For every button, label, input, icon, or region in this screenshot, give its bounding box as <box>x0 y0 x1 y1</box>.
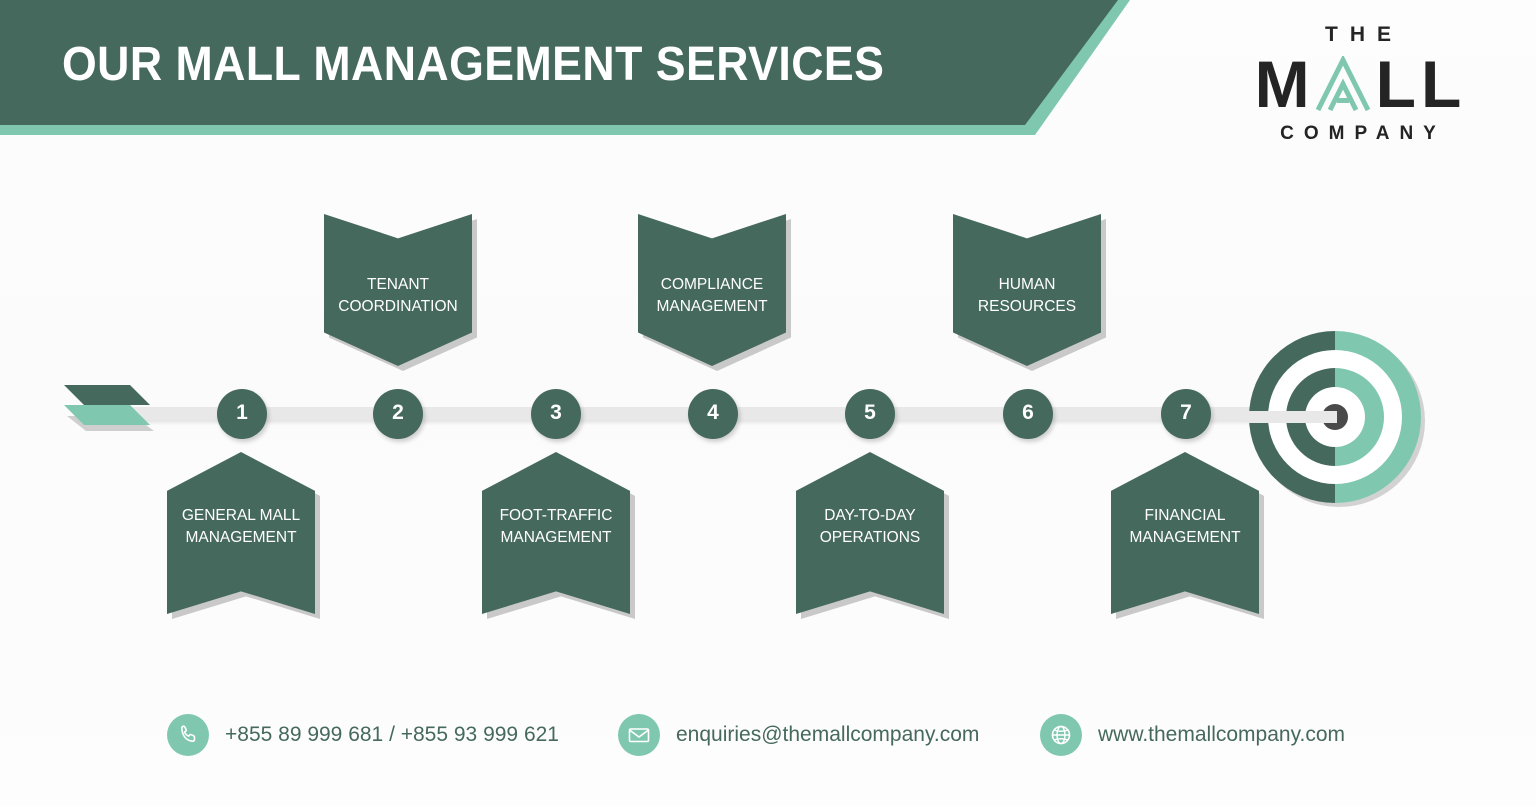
card-body <box>324 214 472 366</box>
service-card-label: FOOT-TRAFFIC MANAGEMENT <box>499 507 613 546</box>
service-card[interactable]: GENERAL MALL MANAGEMENT <box>167 452 320 619</box>
service-card[interactable]: FOOT-TRAFFIC MANAGEMENT <box>482 452 635 619</box>
logo-line-company: COMPANY <box>1280 123 1446 144</box>
card-body <box>1111 452 1259 614</box>
service-card[interactable]: FINANCIAL MANAGEMENT <box>1111 452 1264 619</box>
timeline-node-number: 3 <box>550 401 562 424</box>
service-card-label: DAY-TO-DAY OPERATIONS <box>819 507 921 546</box>
card-body <box>167 452 315 614</box>
timeline-node-number: 2 <box>392 401 404 424</box>
header-dark-panel <box>0 0 1118 125</box>
globe-icon <box>1040 714 1082 756</box>
envelope-icon <box>618 714 660 756</box>
service-card-label: TENANT COORDINATION <box>338 276 458 315</box>
service-card[interactable]: TENANT COORDINATION <box>324 214 477 371</box>
logo-letter-l1: L <box>1375 47 1416 121</box>
timeline-node-number: 7 <box>1180 401 1192 424</box>
timeline-node-number: 1 <box>236 401 248 424</box>
page-title: OUR MALL MANAGEMENT SERVICES <box>62 38 885 91</box>
logo-letter-l2: L <box>1420 47 1462 121</box>
card-body <box>953 214 1101 366</box>
timeline-node-1[interactable]: 1 <box>217 389 267 439</box>
logo-line-the: THE <box>1325 23 1403 46</box>
service-card-label: COMPLIANCE MANAGEMENT <box>656 276 768 315</box>
service-card-label: FINANCIAL MANAGEMENT <box>1129 507 1241 546</box>
logo-wordmark-mall: M L L <box>1238 47 1478 121</box>
timeline-node-4[interactable]: 4 <box>688 389 738 439</box>
service-card[interactable]: COMPLIANCE MANAGEMENT <box>638 214 791 371</box>
timeline-arrow-tail-icon <box>62 383 154 445</box>
logo-letter-a-icon <box>1315 54 1371 112</box>
phone-icon <box>167 714 209 756</box>
footer-contact-bar: +855 89 999 681 / +855 93 999 621 enquiri… <box>0 700 1536 770</box>
contact-item[interactable]: +855 89 999 681 / +855 93 999 621 <box>167 714 559 756</box>
service-card[interactable]: HUMAN RESOURCES <box>953 214 1106 371</box>
timeline-node-number: 5 <box>864 401 876 424</box>
logo-letter-m: M <box>1254 47 1310 121</box>
brand-logo: THE M L L COMPANY <box>1238 22 1478 146</box>
card-body <box>638 214 786 366</box>
service-card[interactable]: DAY-TO-DAY OPERATIONS <box>796 452 949 619</box>
service-card-label: HUMAN RESOURCES <box>977 276 1077 315</box>
target-bullseye-icon <box>1247 329 1427 509</box>
contact-item[interactable]: enquiries@themallcompany.com <box>618 714 979 756</box>
header-banner: OUR MALL MANAGEMENT SERVICES <box>0 0 1180 140</box>
contact-text: enquiries@themallcompany.com <box>676 723 980 746</box>
timeline-node-3[interactable]: 3 <box>531 389 581 439</box>
contact-text: www.themallcompany.com <box>1098 723 1346 746</box>
service-card-label: GENERAL MALL MANAGEMENT <box>181 507 301 546</box>
timeline-node-6[interactable]: 6 <box>1003 389 1053 439</box>
contact-item[interactable]: www.themallcompany.com <box>1040 714 1345 756</box>
card-body <box>796 452 944 614</box>
timeline-node-5[interactable]: 5 <box>845 389 895 439</box>
contact-text: +855 89 999 681 / +855 93 999 621 <box>225 723 559 746</box>
timeline-node-2[interactable]: 2 <box>373 389 423 439</box>
timeline-node-number: 6 <box>1022 401 1034 424</box>
card-body <box>482 452 630 614</box>
timeline-node-number: 4 <box>707 401 719 424</box>
timeline-node-7[interactable]: 7 <box>1161 389 1211 439</box>
